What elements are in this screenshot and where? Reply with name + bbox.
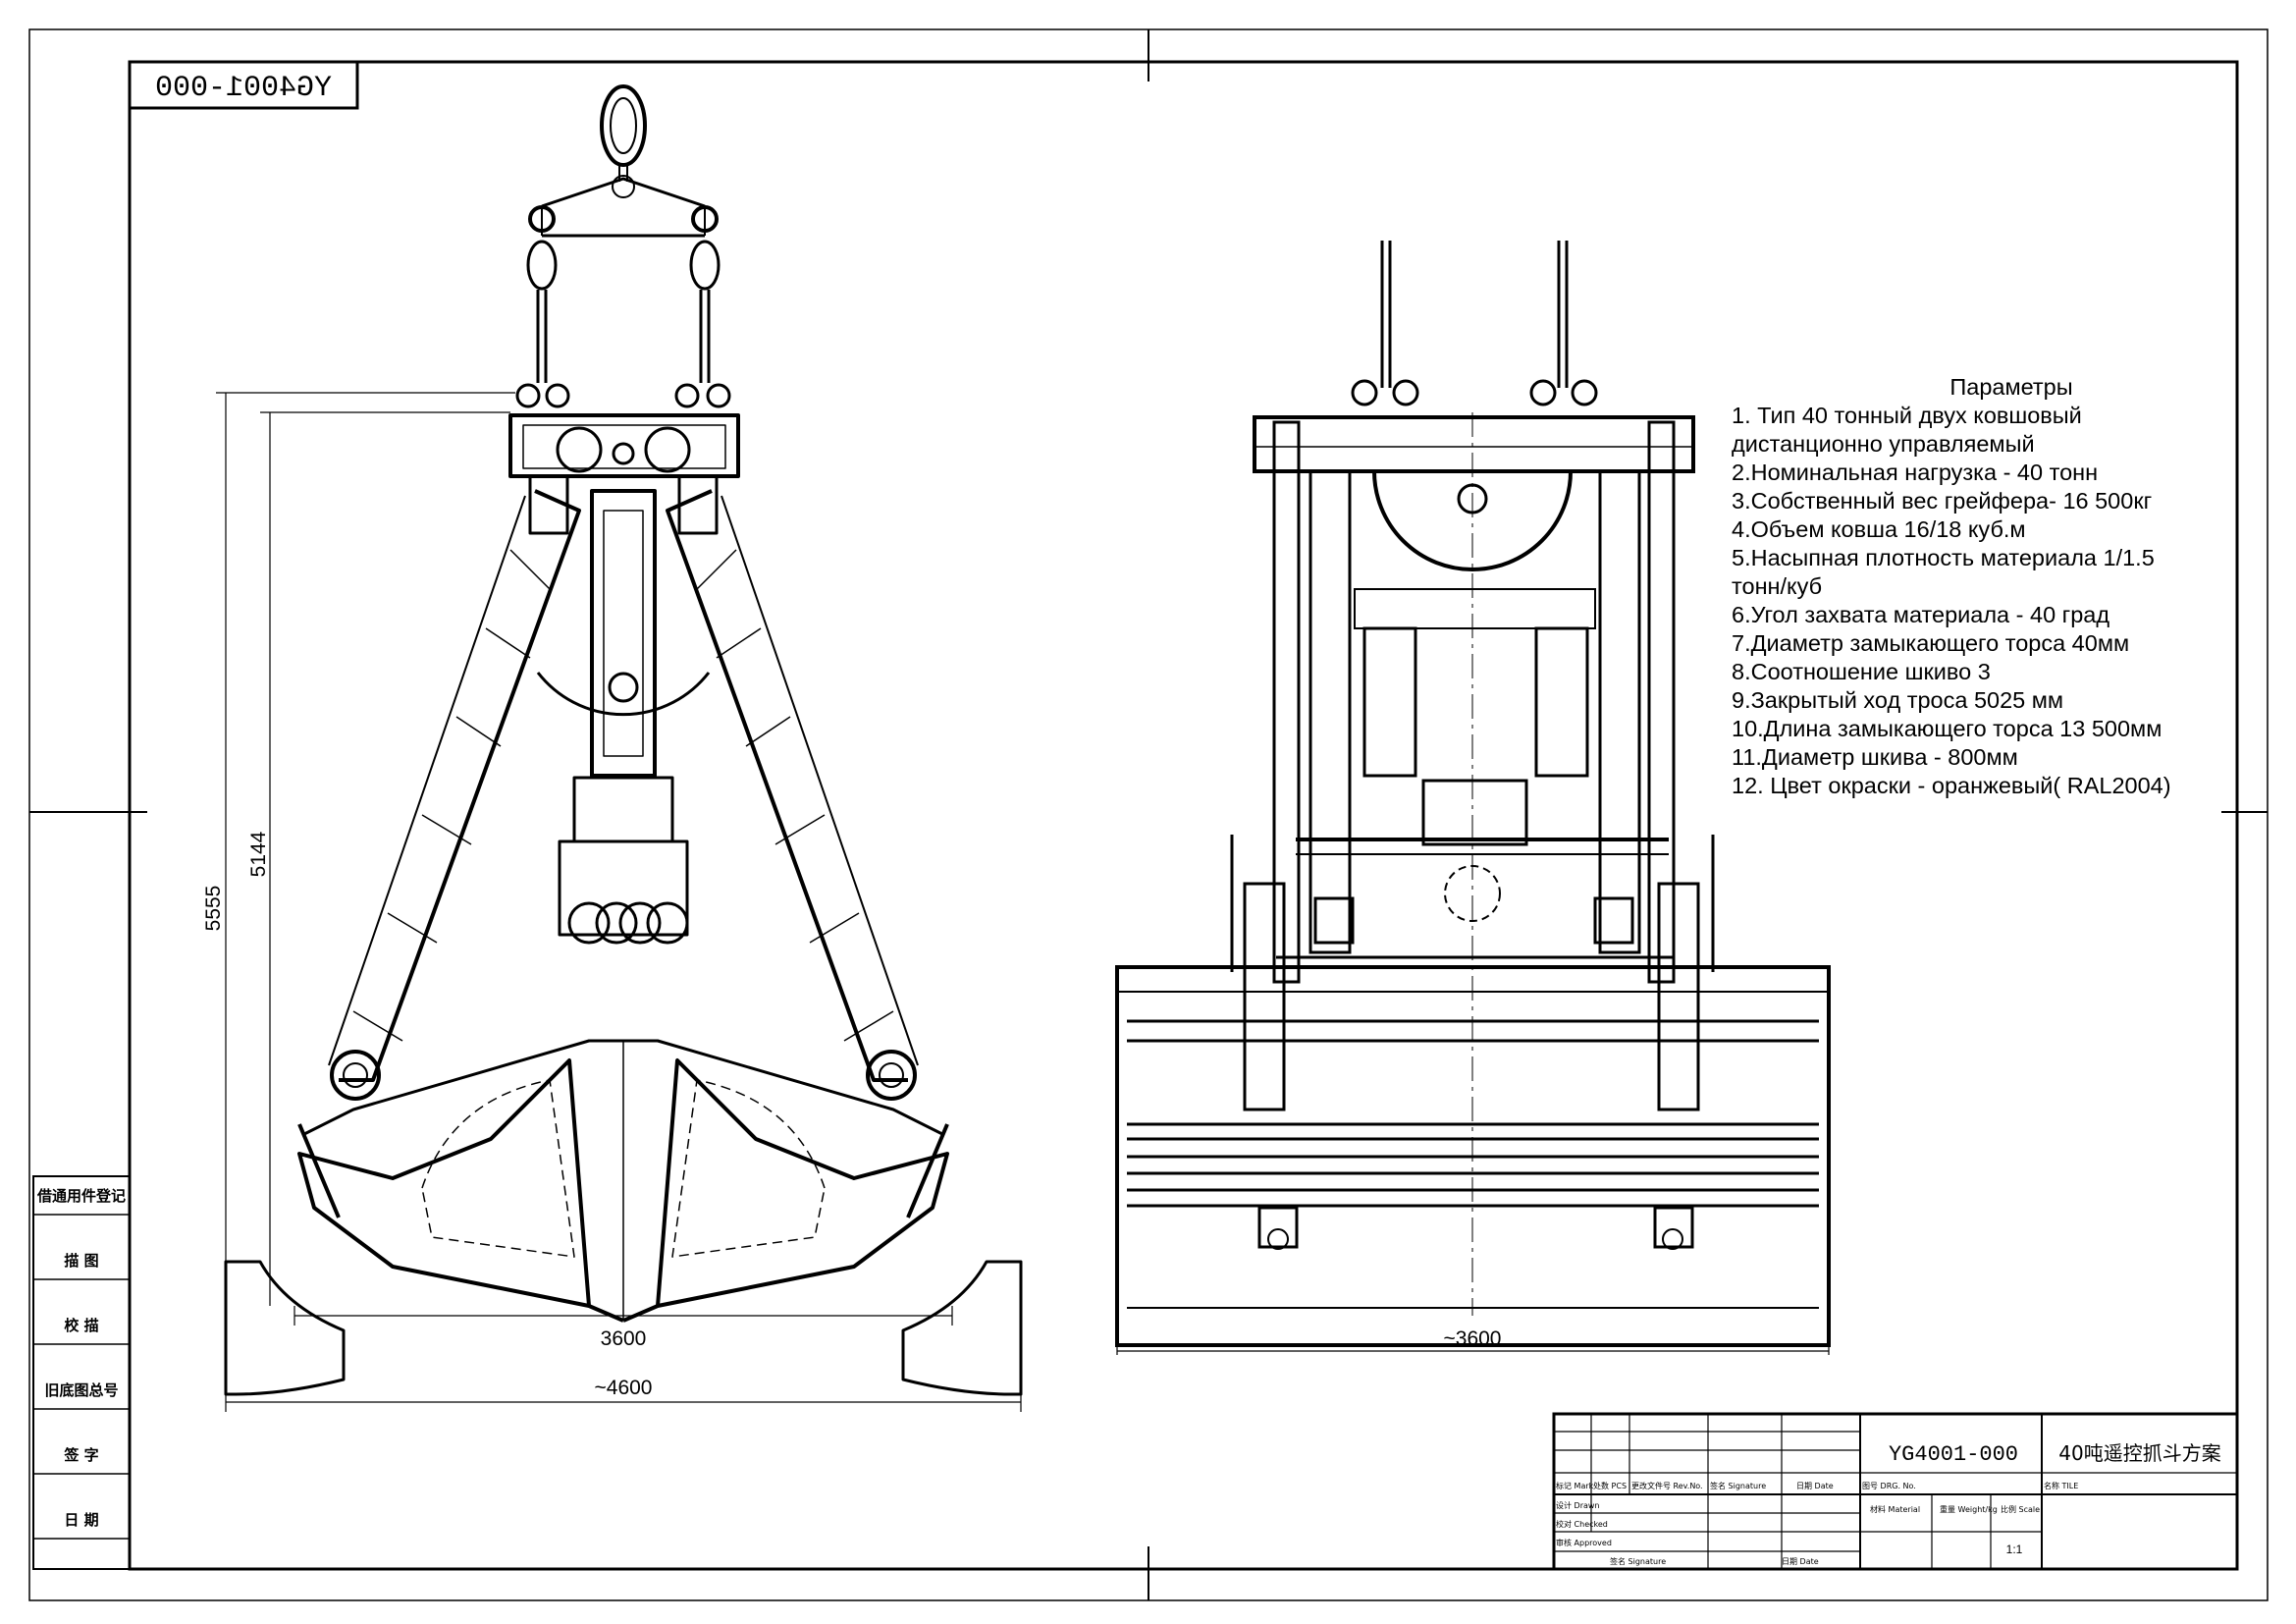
- parameter-line: 7.Диаметр замыкающего торса 40мм: [1732, 630, 2130, 656]
- side-stamp-label: 校 描: [64, 1317, 98, 1334]
- rev-header: 签名 Signature: [1710, 1481, 1766, 1490]
- side-view-grab: [1115, 241, 1831, 1347]
- side-stamp-label: 旧底图总号: [44, 1381, 118, 1399]
- parameter-line: 10.Длина замыкающего торса 13 500мм: [1732, 716, 2163, 741]
- rev-header: 日期 Date: [1796, 1482, 1834, 1490]
- title-block-title: 40吨遥控抓斗方案: [2058, 1441, 2220, 1465]
- title-block: [1552, 1412, 2239, 1571]
- material-label: 材料 Material: [1870, 1504, 1920, 1514]
- parameters-block: Параметры 1. Тип 40 тонный двух ковшовый…: [1732, 373, 2262, 800]
- parameters-title: Параметры: [1949, 374, 2073, 400]
- rev-header: 更改文件号 Rev.No.: [1631, 1481, 1703, 1490]
- parameter-line: 8.Соотношение шкиво 3: [1732, 659, 1991, 684]
- parameter-line: 6.Угол захвата материала - 40 град: [1732, 602, 2110, 627]
- side-view-dimensions: [1116, 1343, 1830, 1355]
- parameter-line: 5.Насыпная плотность материала 1/1.5: [1732, 545, 2155, 570]
- side-stamp-label: 借通用件登记: [36, 1187, 126, 1205]
- tile-label: 名称 TILE: [2044, 1481, 2078, 1490]
- front-view-dimensions: [216, 392, 1022, 1412]
- parameter-line: 4.Объем ковша 16/18 куб.м: [1732, 516, 2026, 542]
- parameter-line: 11.Диаметр шкива - 800мм: [1732, 744, 2018, 770]
- rev-header: 处数 PCS: [1593, 1481, 1627, 1490]
- parameter-line: 3.Собственный вес грейфера- 16 500кг: [1732, 488, 2153, 514]
- rev-header: 标记 Mark: [1556, 1481, 1594, 1490]
- role-approved: 审核 Approved: [1556, 1538, 1612, 1547]
- scale-label: 比例 Scale: [2001, 1504, 2040, 1514]
- date-label: 日期 Date: [1782, 1557, 1819, 1566]
- side-stamp-label: 签 字: [63, 1446, 98, 1464]
- dim-height-total: 5555: [202, 886, 225, 932]
- parameter-line: 1. Тип 40 тонный двух ковшовый: [1732, 403, 2082, 428]
- dim-height-body: 5144: [247, 831, 270, 877]
- dim-width-side: ~3600: [1444, 1327, 1502, 1350]
- parameter-line: 12. Цвет окраски - оранжевый( RAL2004): [1732, 773, 2171, 798]
- dim-width-closed: 3600: [601, 1327, 647, 1350]
- parameter-line: 9.Закрытый ход троса 5025 мм: [1732, 687, 2064, 713]
- drawing-code-box: YG4001-000: [128, 60, 359, 110]
- parameter-line: 2.Номинальная нагрузка - 40 тонн: [1732, 460, 2099, 485]
- scale-value: 1:1: [2006, 1543, 2023, 1556]
- parameter-line: тонн/куб: [1732, 573, 1823, 599]
- front-view-grab: [224, 84, 1023, 1396]
- side-stamp-label: 描 图: [64, 1252, 98, 1270]
- side-stamp-label: 日 期: [64, 1511, 98, 1529]
- sheet-frame: [28, 28, 2269, 1601]
- weight-label: 重量 Weight/kg: [1940, 1504, 1998, 1514]
- drawing-code-mirrored: YG4001-000: [155, 72, 332, 105]
- parameter-line: дистанционно управляемый: [1732, 431, 2035, 457]
- side-stamp: 借通用件登记 描 图 校 描 旧底图总号 签 字 日 期: [32, 1175, 131, 1570]
- dim-width-open: ~4600: [595, 1377, 653, 1399]
- signature-label: 签名 Signature: [1610, 1556, 1666, 1566]
- role-checked: 校对 Checked: [1556, 1519, 1608, 1529]
- title-block-drawing-no: YG4001-000: [1889, 1442, 2018, 1467]
- drg-no-label: 图号 DRG. No.: [1862, 1482, 1916, 1490]
- role-drawn: 设计 Drawn: [1556, 1500, 1600, 1510]
